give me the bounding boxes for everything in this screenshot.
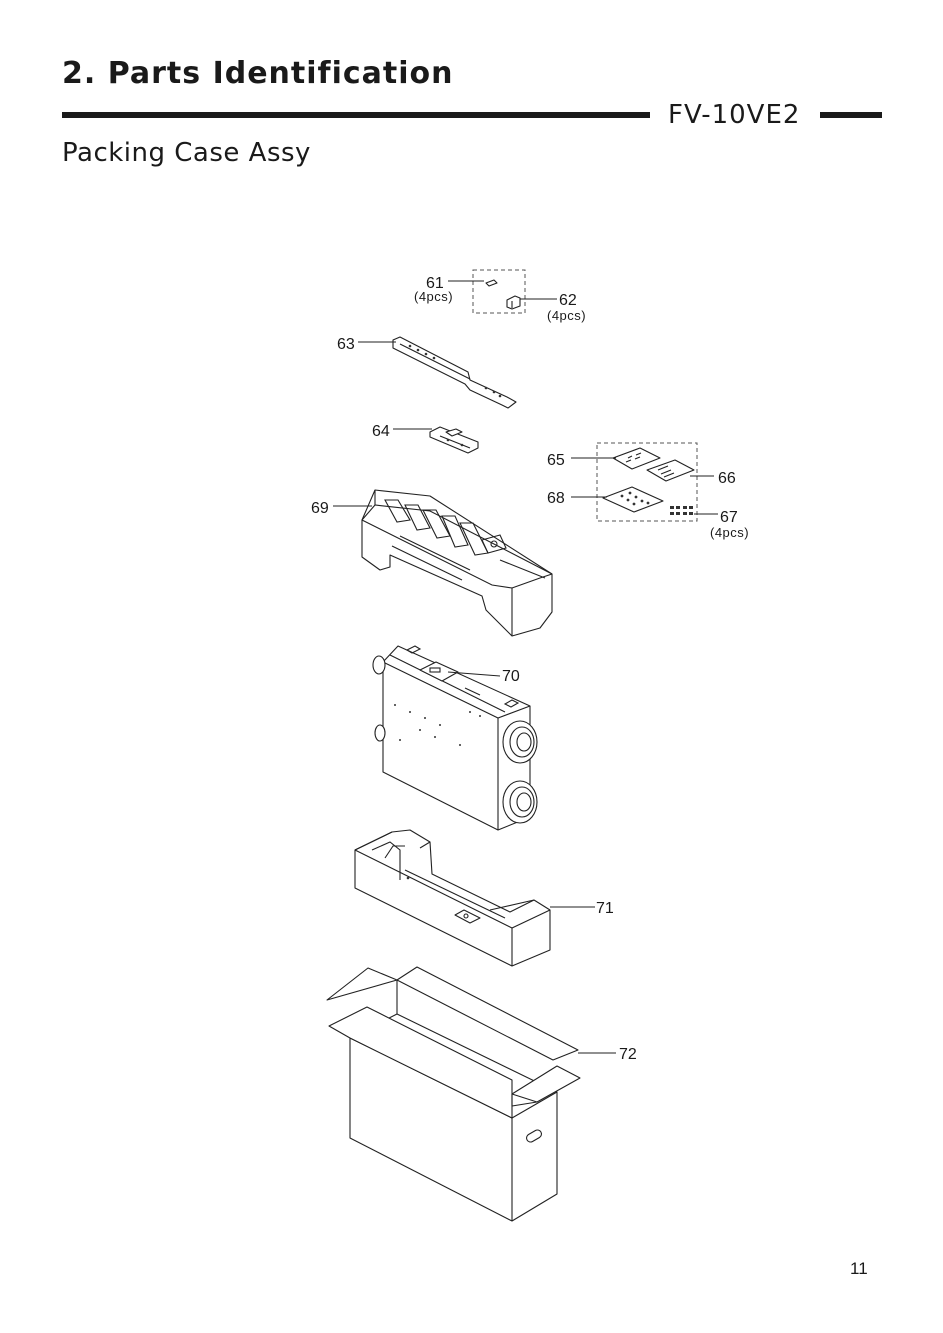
dashed-group-box-65-68 <box>596 442 698 522</box>
section-title: 2. Parts Identification <box>62 56 454 91</box>
duct-spigot-upper <box>502 720 538 764</box>
callout-65-number: 65 <box>547 452 565 469</box>
part-61-bracket <box>485 279 498 287</box>
callout-72-number: 72 <box>619 1046 637 1063</box>
callout-70-number: 70 <box>502 668 520 685</box>
part-63-mounting-strip <box>358 336 517 409</box>
callout-61-number: 61 <box>426 275 444 292</box>
callout-67-number: 67 <box>720 509 738 526</box>
part-71-accessory-bag <box>454 909 481 924</box>
part-64-hanger-bracket <box>393 426 479 454</box>
header-rule-left <box>62 112 650 118</box>
carton-handle-hole <box>525 1129 543 1143</box>
part-70-main-unit <box>372 645 538 831</box>
callout-64-number: 64 <box>372 423 390 440</box>
part-65-68-group <box>571 442 718 522</box>
part-67-screws <box>670 506 693 515</box>
part-61-62-group <box>448 269 557 314</box>
callout-63-number: 63 <box>337 336 355 353</box>
part-69-top-foam-cushion <box>333 489 553 637</box>
dashed-group-box-61-62 <box>472 269 526 314</box>
part-68-template-sheet <box>602 486 664 513</box>
callout-67-qty: (4pcs) <box>710 525 749 540</box>
header-rule-right <box>820 112 882 118</box>
part-72-carton-box <box>326 966 616 1222</box>
model-code: FV-10VE2 <box>668 100 801 130</box>
part-65-manual-sheet <box>612 447 661 470</box>
leader-70 <box>447 671 501 677</box>
diagram-subtitle: Packing Case Assy <box>62 138 311 168</box>
callout-66-number: 66 <box>718 470 736 487</box>
part-62-bracket <box>506 295 521 310</box>
part-66-manual-sheet <box>646 459 695 482</box>
callout-61-qty: (4pcs) <box>414 289 453 304</box>
duct-spigot-lower <box>502 780 538 824</box>
callout-71-number: 71 <box>596 900 614 917</box>
callout-68-number: 68 <box>547 490 565 507</box>
callout-69-number: 69 <box>311 500 329 517</box>
part-71-bottom-foam-cushion <box>354 829 595 967</box>
callout-62-qty: (4pcs) <box>547 308 586 323</box>
page-number: 11 <box>850 1259 868 1278</box>
callout-62-number: 62 <box>559 292 577 309</box>
